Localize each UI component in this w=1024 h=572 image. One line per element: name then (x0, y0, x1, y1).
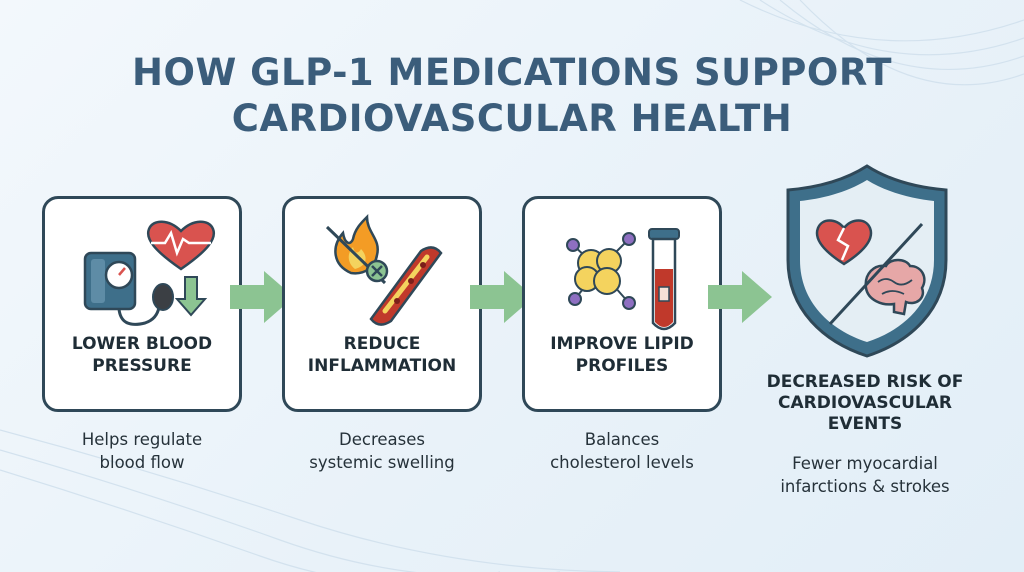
blood-pressure-monitor-icon (83, 220, 216, 326)
step-label: IMPROVE LIPID PROFILES (550, 334, 694, 376)
outcome-label: DECREASED RISK OF CARDIOVASCULAR EVENTS (766, 372, 964, 434)
flow-arrow (230, 271, 294, 323)
outcome-caption: Fewer myocardial infarctions & strokes (780, 454, 950, 496)
diagram-title: HOW GLP-1 MEDICATIONS SUPPORT CARDIOVASC… (0, 50, 1024, 142)
step-caption: Balances cholesterol levels (550, 430, 694, 472)
lipid-test-tube-icon (566, 228, 680, 331)
step-label: REDUCE INFLAMMATION (307, 334, 457, 376)
step-caption: Helps regulate blood flow (81, 430, 203, 472)
step-label: LOWER BLOOD PRESSURE (71, 334, 213, 376)
step-card-reduce-inflammation: REDUCE INFLAMMATION (282, 196, 482, 412)
shield-icon (786, 164, 948, 358)
title-text: HOW GLP-1 MEDICATIONS SUPPORT CARDIOVASC… (132, 51, 892, 140)
step-card-improve-lipid-profiles: IMPROVE LIPID PROFILES (522, 196, 722, 412)
inflamed-artery-icon (325, 213, 443, 326)
broken-heart-icon (815, 219, 873, 266)
step-card-lower-blood-pressure: LOWER BLOOD PRESSURE (42, 196, 242, 412)
flow-arrow (470, 271, 534, 323)
step-caption: Decreases systemic swelling (309, 430, 455, 472)
flow-arrow (708, 271, 772, 323)
